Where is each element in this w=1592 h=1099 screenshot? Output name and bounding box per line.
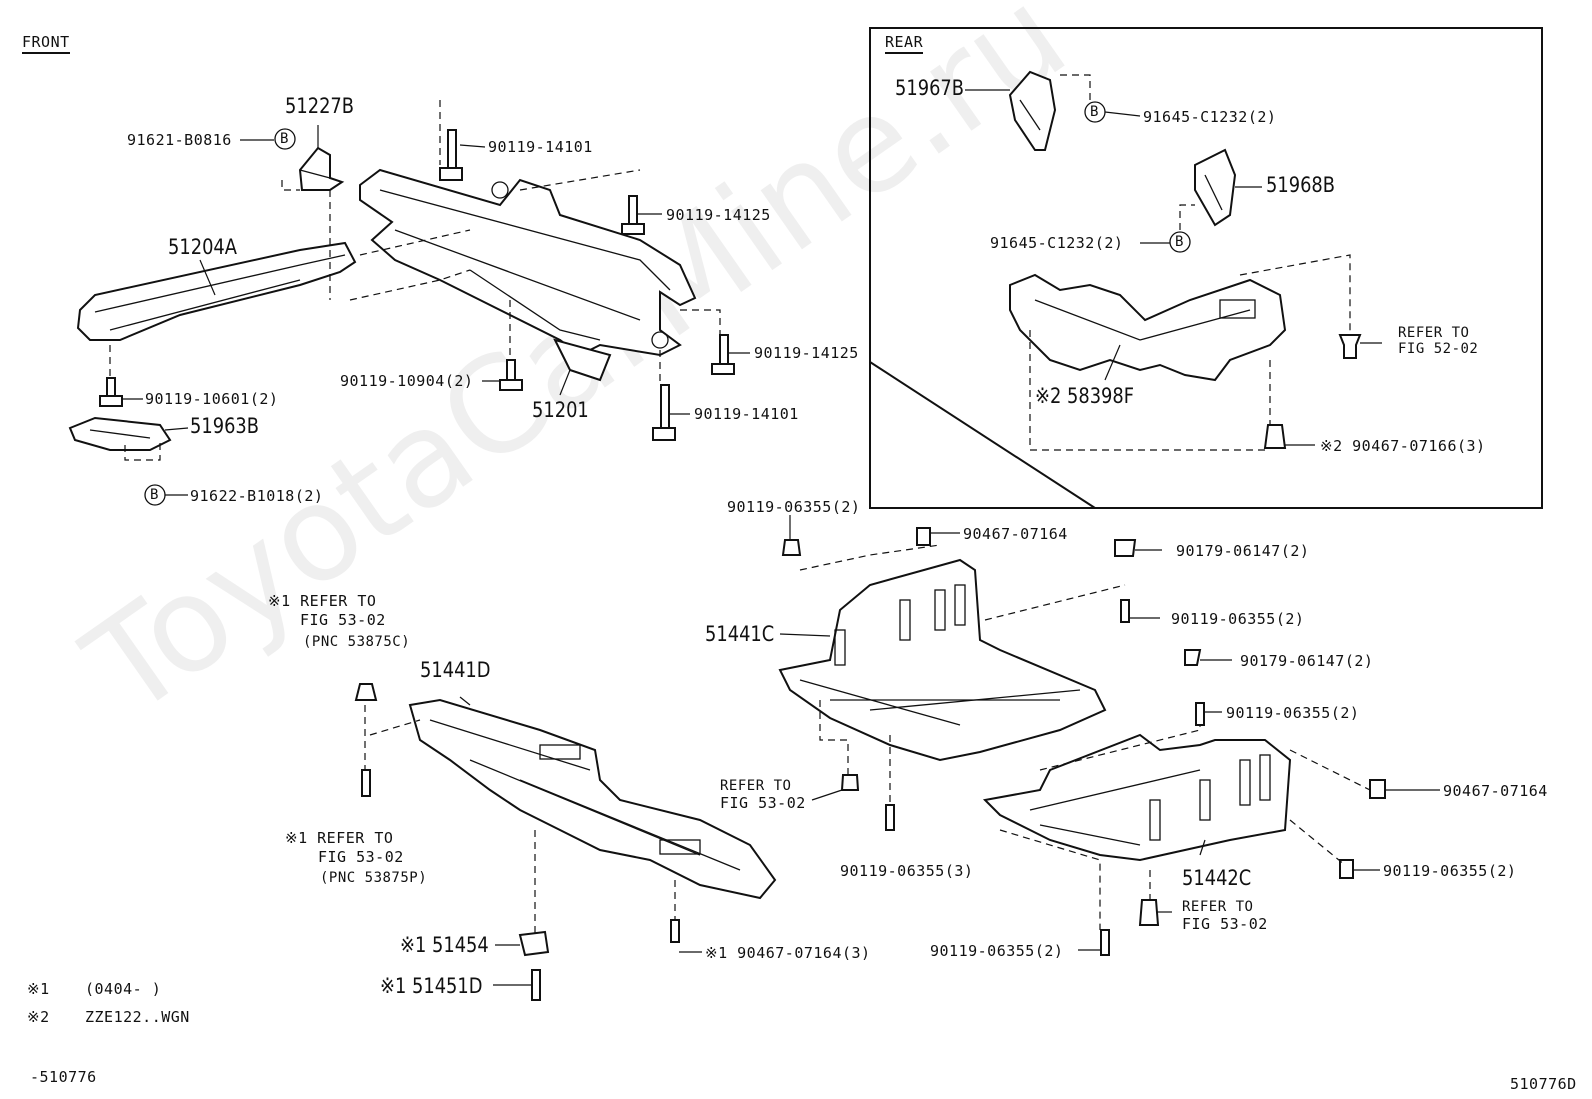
footnote-1-text: (0404- )	[85, 980, 162, 998]
label-90467-07164-top: 90467-07164	[963, 525, 1068, 543]
label-90119-14101-top: 90119-14101	[488, 138, 593, 156]
label-51968B: 51968B	[1266, 173, 1336, 197]
part-51968B-shape	[1194, 148, 1237, 227]
label-51227B: 51227B	[285, 94, 355, 118]
rear-inset-frame	[869, 27, 1543, 509]
part-51201-shape	[359, 168, 697, 382]
label-90119-14101-bottom: 90119-14101	[694, 405, 799, 423]
part-51442C-shape	[982, 733, 1292, 862]
label-ref1-line3: (PNC 53875C)	[303, 634, 411, 650]
circle-b-label-3: B	[1090, 104, 1099, 120]
label-91622-B1018: 91622-B1018(2)	[190, 487, 324, 505]
rear-fasteners	[1263, 334, 1362, 449]
label-refer-to-52-02-line1: REFER TO	[1398, 325, 1470, 341]
rear-heading: REAR	[885, 35, 924, 54]
label-90119-06355-b: 90119-06355(2)	[1171, 610, 1305, 628]
label-51454: ※1 51454	[400, 933, 489, 957]
label-ref2-line3: (PNC 53875P)	[320, 870, 428, 886]
label-ref2-line1: ※1 REFER TO	[285, 829, 394, 847]
bolts-top	[99, 129, 735, 441]
label-51441C: 51441C	[705, 622, 775, 646]
part-51441D-shape	[408, 698, 777, 900]
dash-lines-lower	[364, 544, 1371, 935]
label-refer-to-53-02-b-line1: REFER TO	[1182, 899, 1254, 915]
label-90119-06355-top: 90119-06355(2)	[727, 498, 861, 516]
circle-b-label-2: B	[150, 487, 159, 503]
label-91621-B0816: 91621-B0816	[127, 131, 232, 149]
dash-lines-top	[109, 100, 721, 461]
label-90119-06355-3: 90119-06355(3)	[840, 862, 974, 880]
label-90467-07166: ※2 90467-07166(3)	[1320, 437, 1486, 455]
circle-b-label-1: B	[280, 131, 289, 147]
label-91645-C1232-b: 91645-C1232(2)	[990, 234, 1124, 252]
part-51441C-shape	[778, 558, 1107, 762]
label-90119-06355-d: 90119-06355(2)	[1383, 862, 1517, 880]
diagram-id-right: 510776D	[1510, 1075, 1577, 1093]
label-90119-14125-top: 90119-14125	[666, 206, 771, 224]
label-90119-06355-e: 90119-06355(2)	[930, 942, 1064, 960]
label-51441D: 51441D	[420, 658, 491, 682]
label-ref1-line2: FIG 53-02	[300, 611, 386, 629]
rear-inset-diagonal	[869, 361, 1096, 509]
label-51963B: 51963B	[190, 414, 260, 438]
label-ref2-line2: FIG 53-02	[318, 848, 404, 866]
label-91645-C1232-a: 91645-C1232(2)	[1143, 108, 1277, 126]
label-58398F: ※2 58398F	[1035, 384, 1135, 408]
footnote-2-text: ZZE122..WGN	[85, 1008, 190, 1026]
label-90179-06147-b: 90179-06147(2)	[1240, 652, 1374, 670]
label-51204A: 51204A	[168, 235, 237, 259]
label-refer-to-53-02-a-line1: REFER TO	[720, 778, 792, 794]
label-refer-to-52-02-line2: FIG 52-02	[1398, 341, 1479, 357]
label-refer-to-53-02-a-line2: FIG 53-02	[720, 794, 806, 812]
label-90119-14125-right: 90119-14125	[754, 344, 859, 362]
footnote-1-mark: ※1	[27, 980, 50, 998]
label-90119-10904: 90119-10904(2)	[340, 372, 474, 390]
fasteners-lower	[354, 527, 1386, 1001]
circle-b-4	[1169, 231, 1191, 253]
label-51967B: 51967B	[895, 76, 965, 100]
part-51227B-shape	[298, 146, 345, 191]
leader-lines	[122, 89, 1440, 986]
label-90467-07164-bottom: ※1 90467-07164(3)	[705, 944, 871, 962]
label-refer-to-53-02-b-line2: FIG 53-02	[1182, 915, 1268, 933]
label-51201: 51201	[532, 398, 589, 422]
label-ref1-line1: ※1 REFER TO	[268, 592, 377, 610]
label-51451D: ※1 51451D	[380, 974, 483, 998]
circle-b-1	[274, 128, 296, 150]
label-90179-06147-a: 90179-06147(2)	[1176, 542, 1310, 560]
label-51442C: 51442C	[1182, 866, 1252, 890]
circle-b-label-4: B	[1175, 234, 1184, 250]
part-51963B-shape	[68, 416, 172, 451]
footnote-2-mark: ※2	[27, 1008, 50, 1026]
dash-lines-rear	[1029, 74, 1351, 451]
part-51967B-shape	[1008, 70, 1057, 151]
label-90119-10601: 90119-10601(2)	[145, 390, 279, 408]
front-heading: FRONT	[22, 35, 70, 54]
part-51204A-shape	[76, 241, 357, 341]
part-58398F-shape	[1009, 273, 1287, 382]
label-90119-06355-c: 90119-06355(2)	[1226, 704, 1360, 722]
label-90467-07164-right: 90467-07164	[1443, 782, 1548, 800]
diagram-id-left: -510776	[30, 1068, 97, 1086]
